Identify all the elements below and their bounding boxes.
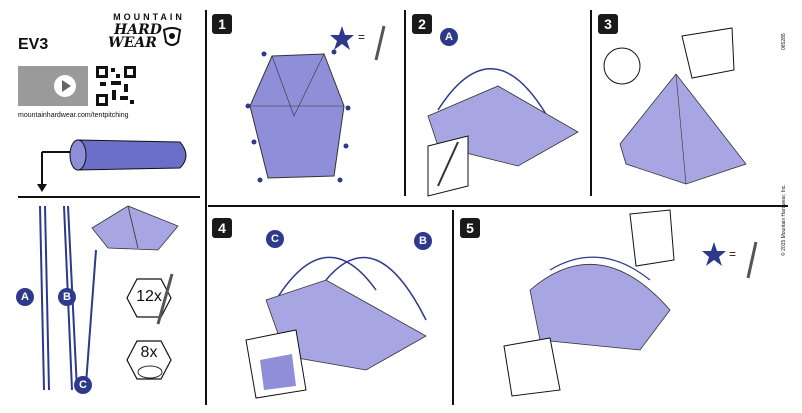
brand-logo-text: HARD WEAR (108, 22, 162, 50)
stuff-sack-illustration (37, 139, 187, 192)
divider (18, 196, 200, 198)
brand-line-2: WEAR (108, 35, 157, 51)
step-4-pole-c: C (266, 230, 284, 248)
step-3-number: 3 (598, 14, 618, 34)
pole-label-b: B (58, 288, 76, 306)
stakes-hexagon: 12x (126, 278, 172, 318)
side-code: 065285 (781, 33, 787, 50)
divider-main (205, 10, 207, 405)
instructions-url[interactable]: mountainhardwear.com/tentpitching (18, 112, 129, 119)
step-4-pole-b: B (414, 232, 432, 250)
step-1-number: 1 (212, 14, 232, 34)
model-name: EV3 (18, 36, 49, 53)
mini-tent-illustration (91, 205, 179, 251)
guylines-hexagon: 8x (126, 340, 172, 380)
divider-1-2 (404, 10, 406, 196)
step-4-tent-illustration (245, 256, 427, 399)
step-2-pole-a: A (440, 28, 458, 46)
stake-icon (156, 273, 174, 325)
step-5-stake-legend (702, 241, 758, 279)
step-1-stake-legend (330, 25, 386, 61)
qr-code[interactable] (96, 66, 136, 106)
step-2-number: 2 (412, 14, 432, 34)
play-icon (54, 75, 76, 97)
step-5-number: 5 (460, 218, 480, 238)
step-2-tent-illustration (427, 68, 579, 197)
equals-sign-2: = (729, 247, 737, 261)
pole-label-c: C (74, 376, 92, 394)
brand-logo-icon (162, 27, 182, 46)
step-3-tent-illustration (603, 27, 747, 185)
step-1-tent-footprint (245, 49, 351, 183)
divider-2-3 (590, 10, 592, 196)
divider-4-5 (452, 210, 454, 405)
stakes-count: 12x (136, 288, 162, 305)
step-5-tent-illustration (503, 209, 675, 397)
brand-name: MOUNTAIN (113, 12, 185, 22)
divider-rows (208, 205, 788, 207)
pole-label-a: A (16, 288, 34, 306)
guylines-count: 8x (140, 344, 158, 361)
brand-line-1: HARD (114, 22, 162, 38)
equals-sign-1: = (358, 30, 366, 44)
guyline-icon (137, 365, 163, 379)
step-4-number: 4 (212, 218, 232, 238)
copyright: © 2015 Mountain Hardwear, Inc. (781, 184, 787, 256)
video-thumbnail[interactable] (18, 66, 88, 106)
